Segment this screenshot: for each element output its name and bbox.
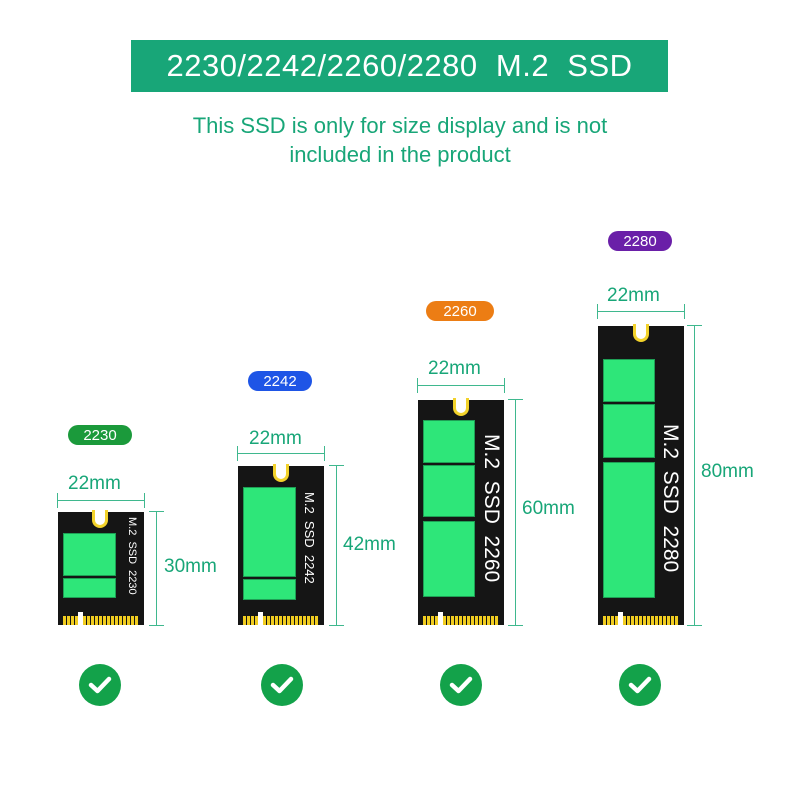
nand-chip	[603, 404, 655, 458]
width-dimension-2242	[237, 446, 325, 461]
controller-chip	[243, 579, 296, 600]
screw-notch-icon	[273, 464, 289, 482]
disclaimer-line-2: included in the product	[289, 142, 511, 167]
nand-chip	[243, 487, 296, 577]
nand-chip	[423, 465, 475, 517]
card-label-2280: M.2 SSD 2280	[659, 424, 682, 573]
gold-contacts	[243, 616, 319, 625]
page-title: 2230/2242/2260/2280 M.2 SSD	[166, 48, 633, 83]
height-label-2260: 60mm	[522, 498, 575, 519]
controller-chip	[63, 578, 116, 598]
height-label-2230: 30mm	[164, 556, 217, 577]
ssd-card-2230: M.2 SSD 2230	[58, 510, 144, 625]
size-tag-2242: 2242	[248, 371, 312, 391]
height-label-2242: 42mm	[343, 534, 396, 555]
controller-chip	[603, 462, 655, 598]
width-dimension-2230	[57, 493, 145, 508]
nand-chip	[63, 533, 116, 576]
disclaimer-text: This SSD is only for size display and is…	[150, 111, 650, 169]
screw-notch-icon	[92, 510, 108, 528]
gold-contacts	[603, 616, 679, 625]
m-key-slot	[618, 612, 623, 625]
card-label-2230: M.2 SSD 2230	[126, 517, 138, 595]
width-label-2242: 22mm	[249, 428, 302, 449]
width-dimension-2260	[417, 378, 505, 393]
size-tag-2230: 2230	[68, 425, 132, 445]
height-dimension-2280	[687, 325, 702, 626]
m-key-slot	[78, 612, 83, 625]
card-label-2260: M.2 SSD 2260	[480, 434, 503, 583]
height-label-2280: 80mm	[701, 461, 754, 482]
height-dimension-2230	[149, 511, 164, 626]
gold-contacts	[63, 616, 139, 625]
check-circle-icon	[261, 664, 303, 706]
ssd-card-2242: M.2 SSD 2242	[238, 464, 324, 625]
screw-notch-icon	[633, 324, 649, 342]
title-banner: 2230/2242/2260/2280 M.2 SSD	[131, 40, 668, 92]
ssd-card-2280: M.2 SSD 2280	[598, 324, 684, 625]
gold-contacts	[423, 616, 499, 625]
width-dimension-2280	[597, 304, 685, 319]
nand-chip	[423, 420, 475, 463]
height-dimension-2260	[508, 399, 523, 626]
disclaimer-line-1: This SSD is only for size display and is…	[192, 113, 608, 138]
check-circle-icon	[79, 664, 121, 706]
height-dimension-2242	[329, 465, 344, 626]
check-circle-icon	[440, 664, 482, 706]
width-label-2260: 22mm	[428, 358, 481, 379]
m-key-slot	[258, 612, 263, 625]
width-label-2280: 22mm	[607, 285, 660, 306]
width-label-2230: 22mm	[68, 473, 121, 494]
check-circle-icon	[619, 664, 661, 706]
ssd-card-2260: M.2 SSD 2260	[418, 398, 504, 625]
size-tag-2280: 2280	[608, 231, 672, 251]
nand-chip	[603, 359, 655, 402]
screw-notch-icon	[453, 398, 469, 416]
card-label-2242: M.2 SSD 2242	[302, 492, 317, 584]
m-key-slot	[438, 612, 443, 625]
controller-chip	[423, 521, 475, 597]
size-tag-2260: 2260	[426, 301, 494, 321]
